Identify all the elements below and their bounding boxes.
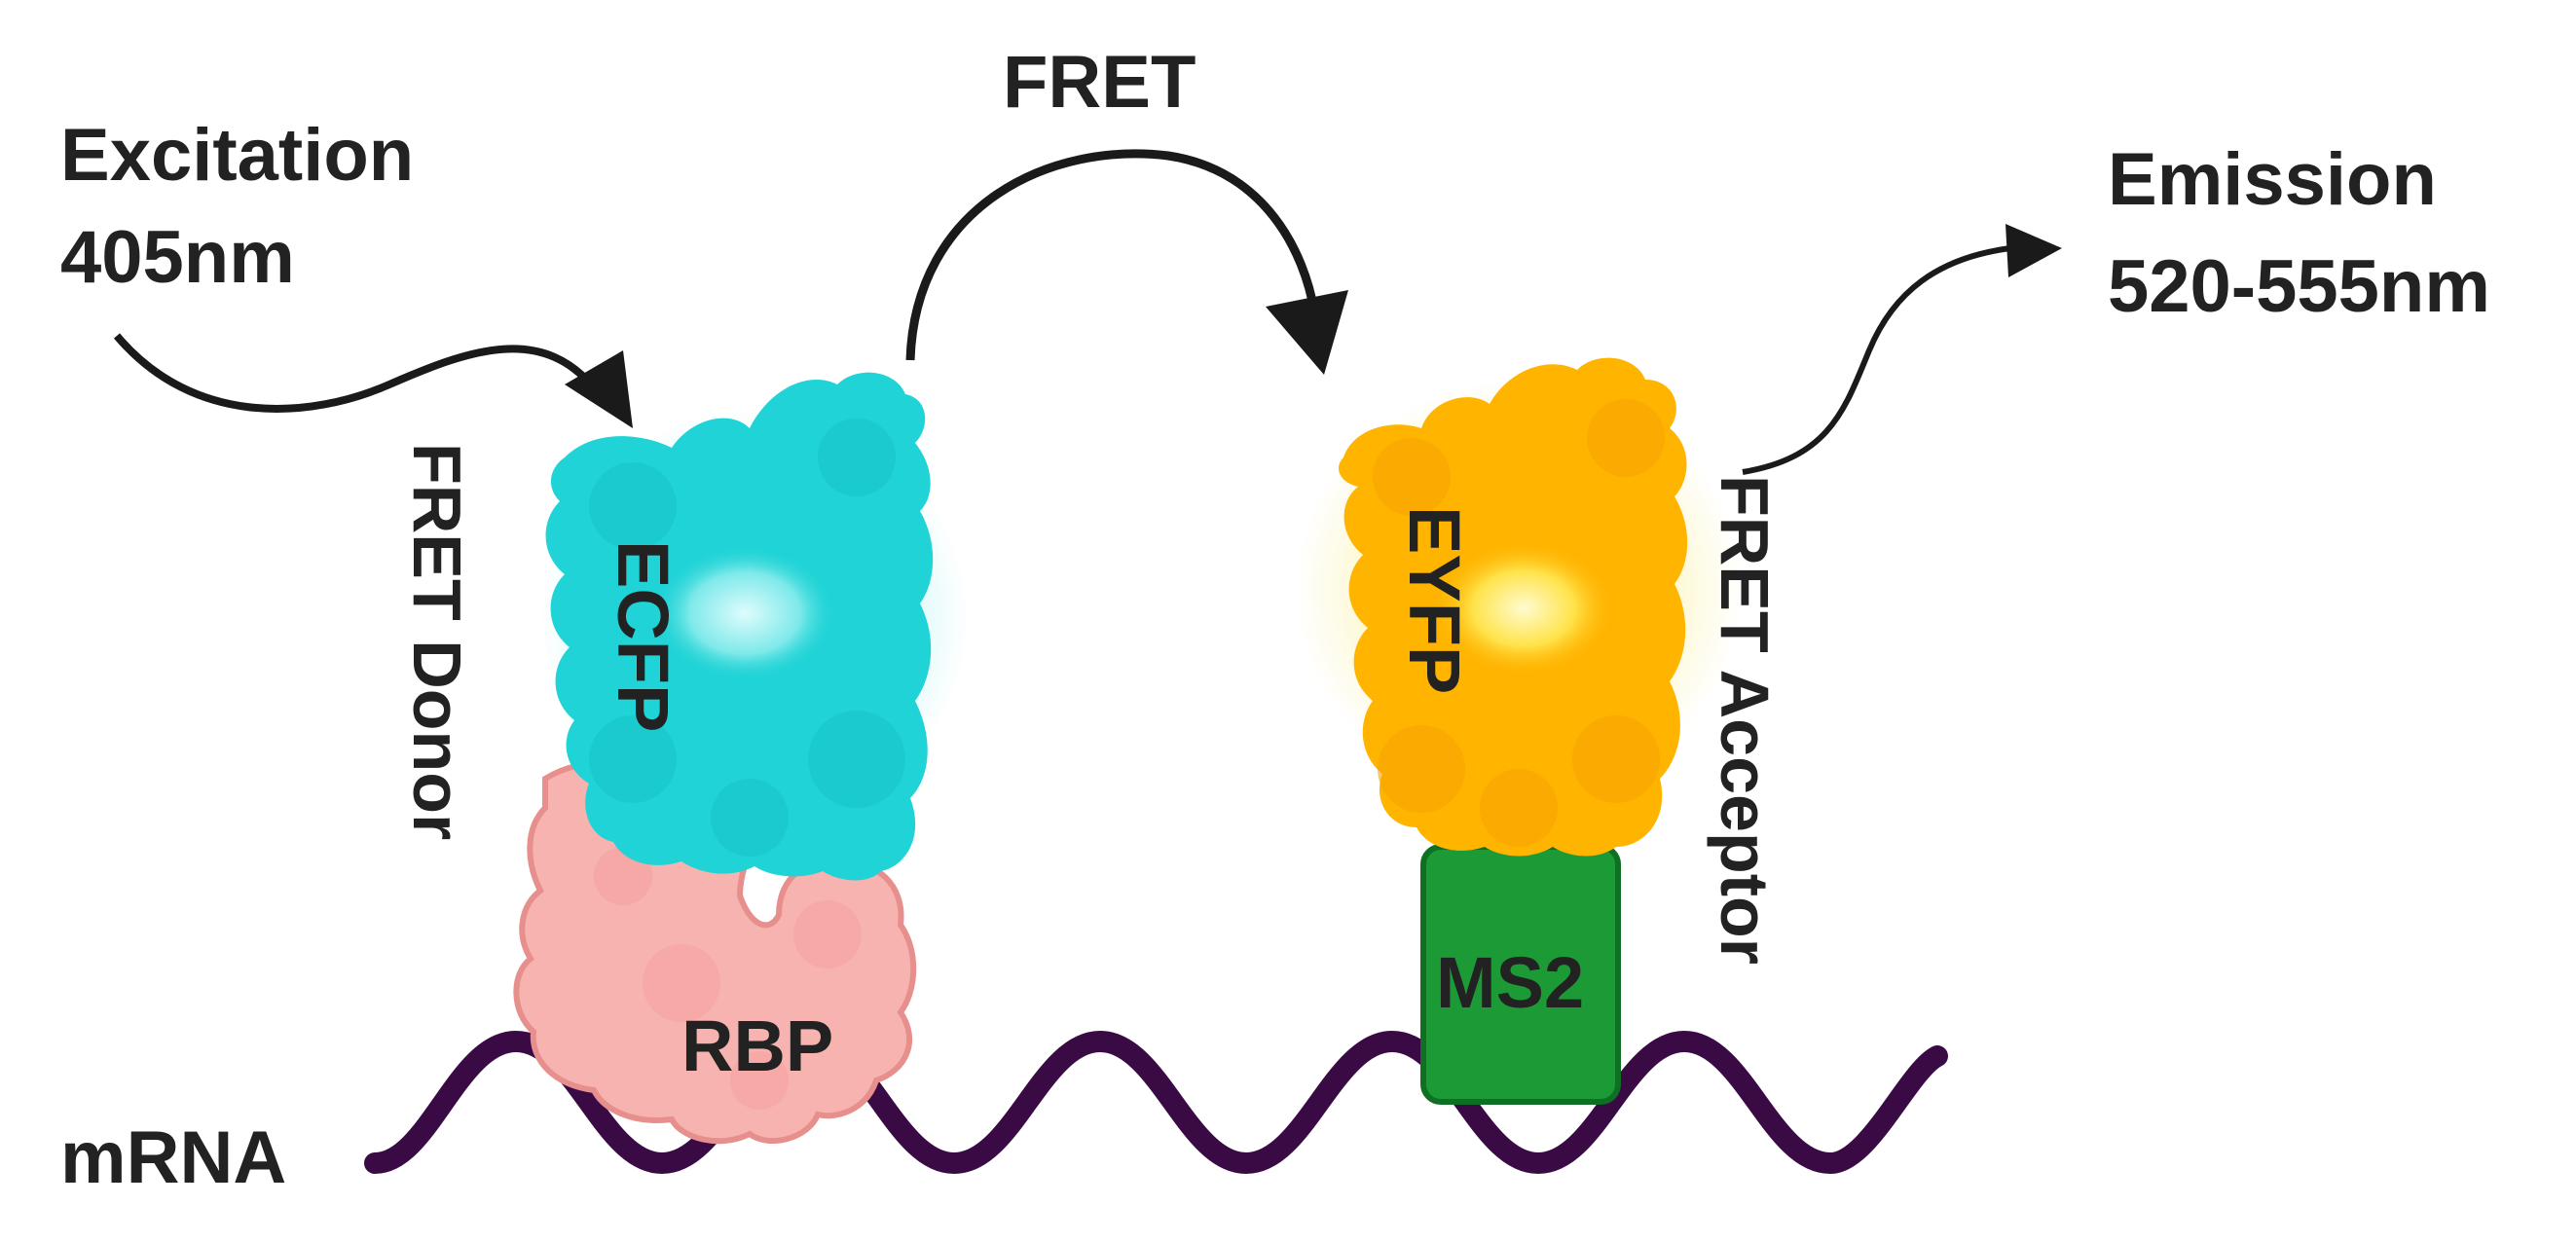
emission-wavelength: 520-555nm bbox=[2108, 245, 2490, 328]
excitation-label: Excitation bbox=[60, 114, 414, 197]
ecfp-protein: ECFP bbox=[540, 372, 969, 881]
fret-acceptor-label: FRET Acceptor bbox=[1707, 475, 1783, 965]
ms2-label: MS2 bbox=[1436, 942, 1584, 1023]
eyfp-protein: EYFP bbox=[1295, 357, 1743, 857]
ms2-protein: MS2 bbox=[1420, 844, 1621, 1105]
excitation-arrow-shaft bbox=[113, 333, 603, 413]
ecfp-label: ECFP bbox=[603, 540, 683, 732]
emission-arrow bbox=[1742, 224, 2062, 475]
eyfp-chromophore bbox=[1431, 540, 1616, 676]
fret-label: FRET bbox=[1003, 41, 1196, 124]
emission-arrow-shaft bbox=[1742, 245, 2011, 475]
mrna-label: mRNA bbox=[60, 1116, 286, 1199]
ecfp-chromophore bbox=[652, 545, 837, 681]
excitation-wavelength: 405nm bbox=[60, 216, 295, 299]
eyfp-label: EYFP bbox=[1394, 506, 1475, 694]
emission-label: Emission bbox=[2108, 138, 2437, 221]
fret-transfer-arrow bbox=[905, 149, 1348, 375]
fret-donor-label: FRET Donor bbox=[399, 443, 475, 840]
excitation-arrow bbox=[113, 333, 633, 428]
fret-arrow-head bbox=[1266, 290, 1348, 375]
rbp-protein: RBP bbox=[513, 759, 917, 1145]
mrna-wave bbox=[364, 1030, 1948, 1175]
rbp-label: RBP bbox=[681, 1005, 833, 1086]
emission-arrow-head bbox=[2006, 224, 2062, 277]
fret-arrow-shaft bbox=[905, 149, 1319, 361]
mrna-strand bbox=[364, 1030, 1948, 1175]
excitation-arrow-head bbox=[565, 350, 633, 428]
